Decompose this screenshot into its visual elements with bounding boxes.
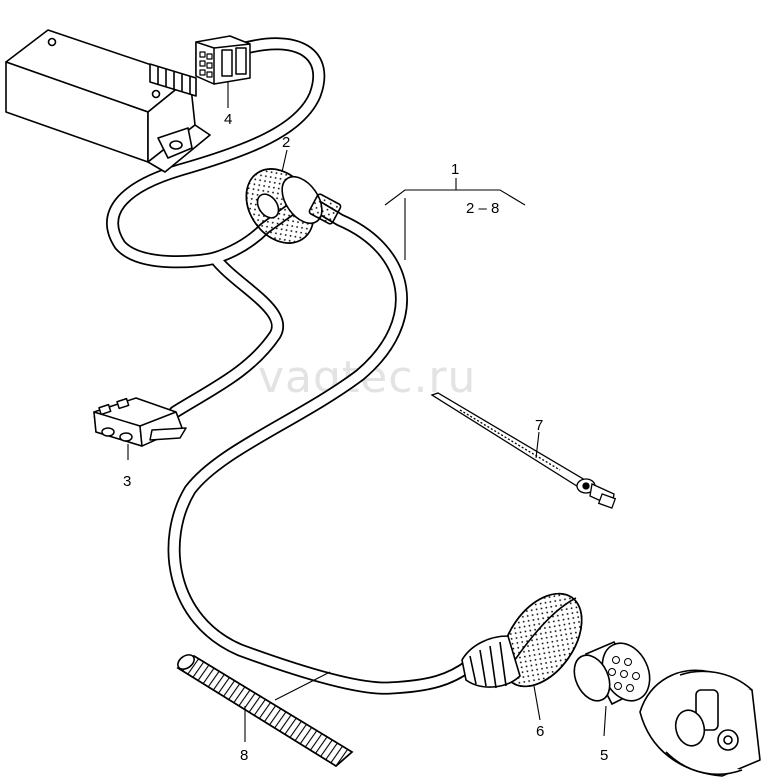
grommet-2 xyxy=(245,168,342,244)
callout-8: 8 xyxy=(240,747,248,764)
socket-insert-5 xyxy=(573,640,651,706)
callout-labels: 1 2 – 8 2 3 4 5 6 7 8 xyxy=(123,111,608,764)
callout-6: 6 xyxy=(536,723,544,740)
cable-tie-7 xyxy=(430,392,617,509)
callout-1-range: 2 – 8 xyxy=(466,200,499,217)
callout-2: 2 xyxy=(282,134,290,151)
callout-5: 5 xyxy=(600,747,608,764)
plug-connector-4 xyxy=(195,35,251,85)
leader-lines xyxy=(127,82,607,742)
plug-connector-3 xyxy=(93,397,187,447)
callout-1: 1 xyxy=(451,161,459,178)
grommet-6 xyxy=(461,592,583,689)
trailer-control-module xyxy=(5,29,211,173)
callout-3: 3 xyxy=(123,473,131,490)
trailer-socket-housing xyxy=(639,669,761,777)
corrugated-tube-8 xyxy=(176,654,354,767)
callout-4: 4 xyxy=(224,111,232,128)
callout-7: 7 xyxy=(535,417,543,434)
